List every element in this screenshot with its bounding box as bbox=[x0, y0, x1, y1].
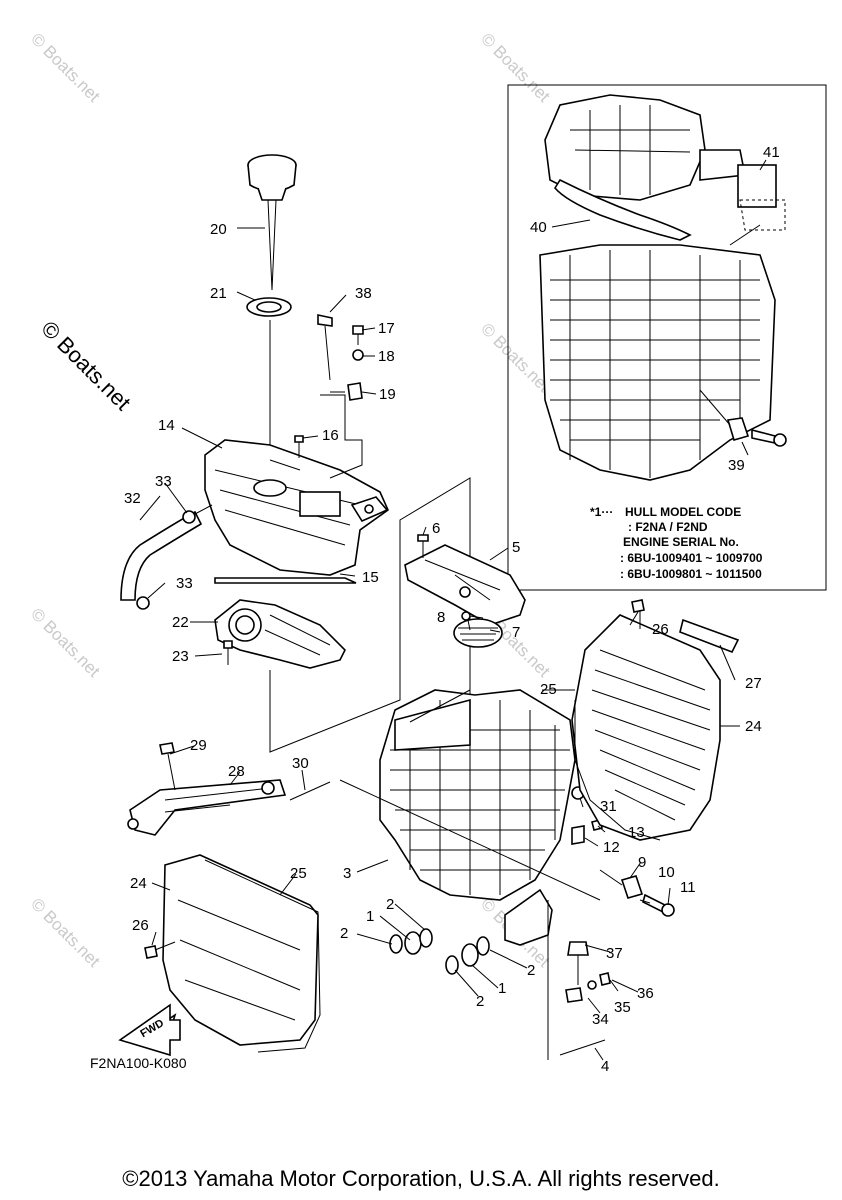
small-fasteners-top bbox=[294, 314, 364, 479]
callout-27: 27 bbox=[745, 675, 762, 692]
callout-9: 9 bbox=[638, 854, 646, 871]
callout-2c: 2 bbox=[527, 962, 535, 979]
sensor-and-bolt-4 bbox=[547, 900, 611, 1060]
callout-35: 35 bbox=[614, 999, 631, 1016]
callout-numbers: 20 21 38 17 18 19 16 14 33 32 15 33 22 2… bbox=[124, 144, 780, 1075]
callout-13: 13 bbox=[628, 824, 645, 841]
callout-10: 10 bbox=[658, 864, 675, 881]
callout-15: 15 bbox=[362, 569, 379, 586]
callout-34: 34 bbox=[592, 1011, 609, 1028]
callout-29: 29 bbox=[190, 737, 207, 754]
bracket-28 bbox=[127, 742, 287, 836]
inset-note-mark: *1··· bbox=[590, 505, 613, 519]
callout-14: 14 bbox=[158, 417, 175, 434]
callout-36: 36 bbox=[637, 985, 654, 1002]
callout-4: 4 bbox=[601, 1058, 609, 1075]
callout-31: 31 bbox=[600, 798, 617, 815]
callout-26b: 26 bbox=[132, 917, 149, 934]
callout-8: 8 bbox=[437, 609, 445, 626]
callout-24a: 24 bbox=[745, 718, 762, 735]
callout-24b: 24 bbox=[130, 875, 147, 892]
callout-20: 20 bbox=[210, 221, 227, 238]
main-block-3 bbox=[339, 689, 601, 901]
callout-16: 16 bbox=[322, 427, 339, 444]
callout-1a: 1 bbox=[366, 908, 374, 925]
callout-2d: 2 bbox=[476, 993, 484, 1010]
callout-22: 22 bbox=[172, 614, 189, 631]
callout-38: 38 bbox=[355, 285, 372, 302]
inset-detail-box: *1··· HULL MODEL CODE : F2NA / F2ND ENGI… bbox=[507, 84, 827, 591]
callout-7: 7 bbox=[512, 624, 520, 641]
callout-11: 11 bbox=[680, 879, 696, 896]
watermark-main: © Boats.net bbox=[36, 316, 135, 415]
cover-5-and-filter-7 bbox=[404, 534, 526, 648]
cover-plate-22 bbox=[214, 477, 471, 753]
dipstick-assembly bbox=[246, 154, 297, 482]
inset-serial-range-2: : 6BU-1009801 ~ 1011500 bbox=[620, 567, 762, 581]
hose-and-clamps bbox=[120, 504, 213, 610]
inset-hull-model-code: HULL MODEL CODE bbox=[625, 505, 741, 519]
callout-33a: 33 bbox=[155, 473, 172, 490]
callout-1b: 1 bbox=[498, 980, 506, 997]
right-cover-24 bbox=[571, 599, 740, 841]
callout-5: 5 bbox=[512, 539, 520, 556]
inset-hull-model-values: : F2NA / F2ND bbox=[628, 520, 708, 534]
left-cover-24: FWD bbox=[118, 854, 321, 1057]
callout-2b: 2 bbox=[386, 896, 394, 913]
callout-21: 21 bbox=[210, 285, 227, 302]
callout-23: 23 bbox=[172, 648, 189, 665]
watermark: © Boats.net bbox=[27, 894, 104, 971]
callout-25a: 25 bbox=[540, 681, 557, 698]
diagram-code: F2NA100-K080 bbox=[90, 1055, 187, 1071]
callout-33b: 33 bbox=[176, 575, 193, 592]
watermark: © Boats.net bbox=[477, 29, 554, 106]
callout-32: 32 bbox=[124, 490, 141, 507]
callout-28: 28 bbox=[228, 763, 245, 780]
callout-25b: 25 bbox=[290, 865, 307, 882]
inset-serial-range-1: : 6BU-1009401 ~ 1009700 bbox=[620, 551, 763, 565]
callout-41: 41 bbox=[763, 144, 780, 161]
callout-37: 37 bbox=[606, 945, 623, 962]
fwd-arrow-icon bbox=[118, 1003, 181, 1057]
housing-14 bbox=[204, 439, 389, 584]
callout-17: 17 bbox=[378, 320, 395, 337]
inset-engine-serial: ENGINE SERIAL No. bbox=[623, 535, 739, 549]
watermark: © Boats.net bbox=[27, 29, 104, 106]
callout-leaders bbox=[139, 227, 740, 1061]
callout-3: 3 bbox=[343, 865, 351, 882]
watermark: © Boats.net bbox=[27, 604, 104, 681]
callout-19: 19 bbox=[379, 386, 396, 403]
fastener-9-10-11 bbox=[599, 869, 675, 917]
callout-18: 18 bbox=[378, 348, 395, 365]
callout-26a: 26 bbox=[652, 621, 669, 638]
callout-12: 12 bbox=[603, 839, 620, 856]
callout-39: 39 bbox=[728, 457, 745, 474]
callout-2a: 2 bbox=[340, 925, 348, 942]
callout-40: 40 bbox=[530, 219, 547, 236]
copyright-notice: ©2013 Yamaha Motor Corporation, U.S.A. A… bbox=[122, 1166, 720, 1191]
plugs-and-orings bbox=[389, 888, 553, 975]
callout-30: 30 bbox=[292, 755, 309, 772]
callout-6: 6 bbox=[432, 520, 440, 537]
